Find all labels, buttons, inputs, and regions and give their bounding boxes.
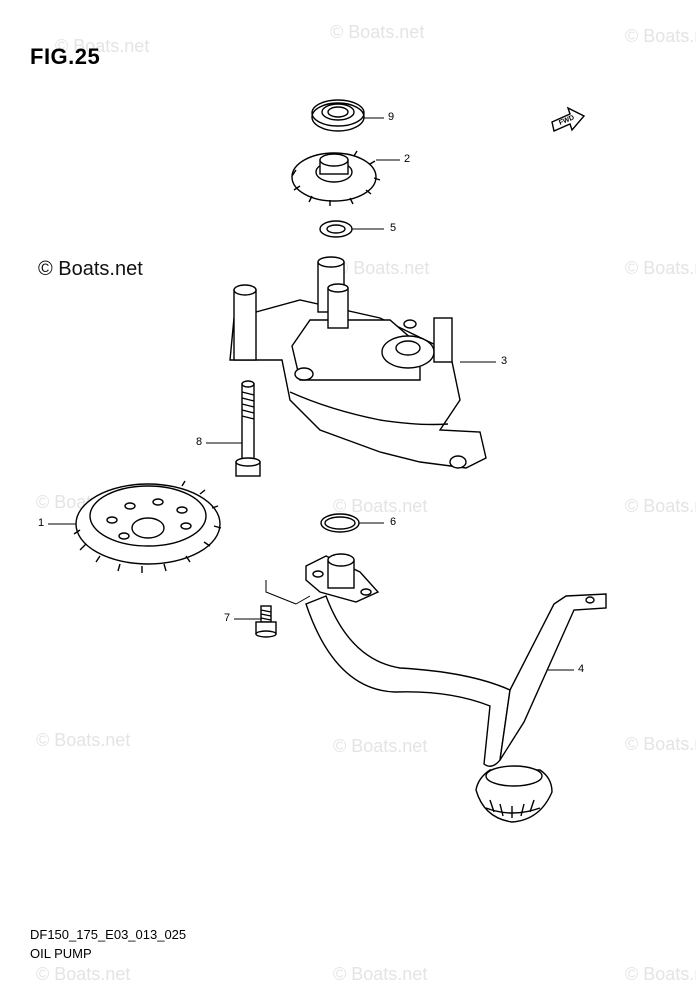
callout-7: 7 [224, 612, 231, 624]
callout-2: 2 [404, 153, 411, 165]
o-ring-part [320, 513, 384, 533]
driven-gear-part [291, 150, 400, 206]
callout-1: 1 [38, 517, 45, 529]
callout-4: 4 [578, 663, 585, 675]
callout-5: 5 [390, 222, 397, 234]
figure-code: DF150_175_E03_013_025 [30, 927, 187, 942]
drive-gear-part [48, 480, 222, 573]
figure-title: FIG.25 [30, 44, 101, 69]
oil-strainer-pipe-part [305, 553, 607, 823]
callout-9: 9 [388, 111, 395, 123]
callout-3: 3 [501, 355, 508, 367]
figure-name: OIL PUMP [30, 946, 92, 961]
strainer-bolt-part [234, 580, 311, 638]
oil-pump-assembly-part [229, 256, 496, 469]
callout-8: 8 [196, 436, 203, 448]
callout-6: 6 [390, 516, 397, 528]
pump-bolt-part [206, 380, 261, 477]
oil-seal-part [311, 99, 384, 132]
washer-part [319, 220, 384, 238]
fwd-arrow-icon: FWD [551, 106, 586, 132]
watermark-main: © Boats.net [38, 258, 143, 280]
